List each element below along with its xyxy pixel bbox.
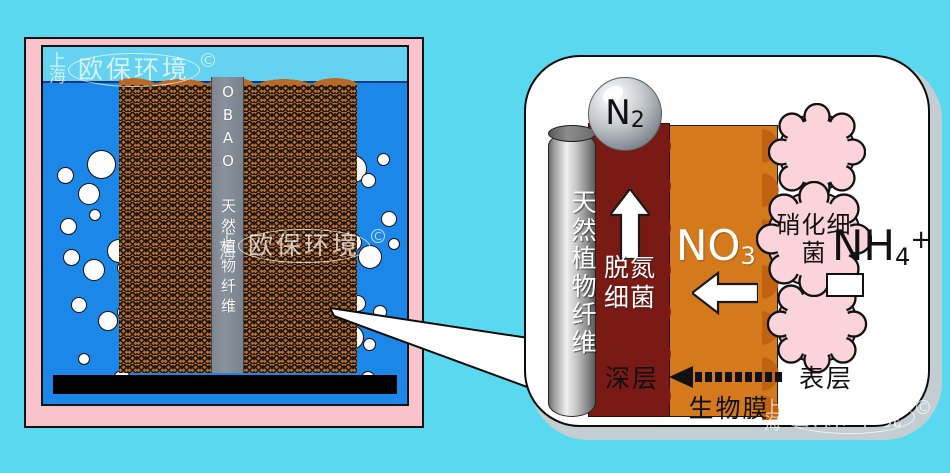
denitrifying-bacteria-label: 脱氮细菌 bbox=[603, 253, 656, 312]
air-bubble bbox=[361, 173, 376, 188]
air-bubble bbox=[377, 153, 390, 166]
air-bubble bbox=[381, 211, 397, 227]
tank-inner-basin: OBAO 天然植物纤维 上 海 欧保环境 C 上 bbox=[41, 45, 409, 406]
air-bubble bbox=[83, 259, 105, 281]
air-bubble bbox=[98, 311, 118, 331]
air-bubble bbox=[60, 218, 77, 235]
nitrifying-bacteria-label: 硝化细菌 bbox=[776, 210, 852, 267]
biofilm-detail-callout: 天然植物纤维 脱氮细菌 NO3− bbox=[524, 55, 942, 440]
aeration-tank: OBAO 天然植物纤维 上 海 欧保环境 C 上 bbox=[24, 37, 424, 428]
air-bubble bbox=[89, 209, 101, 221]
air-bubble bbox=[63, 249, 80, 266]
aeration-diffuser-bar bbox=[53, 375, 397, 394]
fiber-cylinder-label: 天然植物纤维 bbox=[568, 189, 597, 357]
air-bubble bbox=[363, 338, 376, 351]
nitrogen-gas-label: N2 bbox=[605, 93, 645, 133]
denitrification-zone bbox=[588, 123, 682, 417]
tank-air-space bbox=[43, 47, 407, 81]
surface-layer-label: 表层 bbox=[799, 364, 854, 393]
air-bubble bbox=[57, 167, 74, 184]
air-bubble bbox=[78, 183, 100, 205]
n2-release-arrow bbox=[610, 189, 650, 259]
obao-label-bar: OBAO 天然植物纤维 bbox=[211, 77, 244, 373]
air-bubble bbox=[78, 353, 90, 365]
ammonium-connector bbox=[826, 273, 864, 297]
deep-layer-label: 深层 bbox=[604, 364, 659, 393]
nitrifying-cloud-upper bbox=[768, 103, 866, 201]
air-bubble bbox=[87, 150, 116, 179]
fiber-cylinder-cap bbox=[548, 125, 596, 142]
nitrogen-gas-bubble: N2 bbox=[588, 77, 662, 151]
obao-label-text: OBAO 天然植物纤维 bbox=[219, 83, 237, 318]
nitrate-conversion-arrow bbox=[692, 271, 758, 315]
ammonium-formula: NH4+ bbox=[832, 221, 930, 271]
depth-direction-arrow-icon bbox=[669, 366, 782, 388]
air-bubble bbox=[71, 297, 87, 313]
biofilm-depth-axis: 深层 表层 bbox=[526, 359, 928, 395]
air-bubble bbox=[358, 245, 382, 269]
callout-panel: 天然植物纤维 脱氮细菌 NO3− bbox=[524, 55, 930, 427]
air-bubble bbox=[388, 238, 400, 250]
biofilm-caption: 生物膜 bbox=[688, 394, 770, 423]
fiber-cylinder bbox=[548, 132, 596, 417]
